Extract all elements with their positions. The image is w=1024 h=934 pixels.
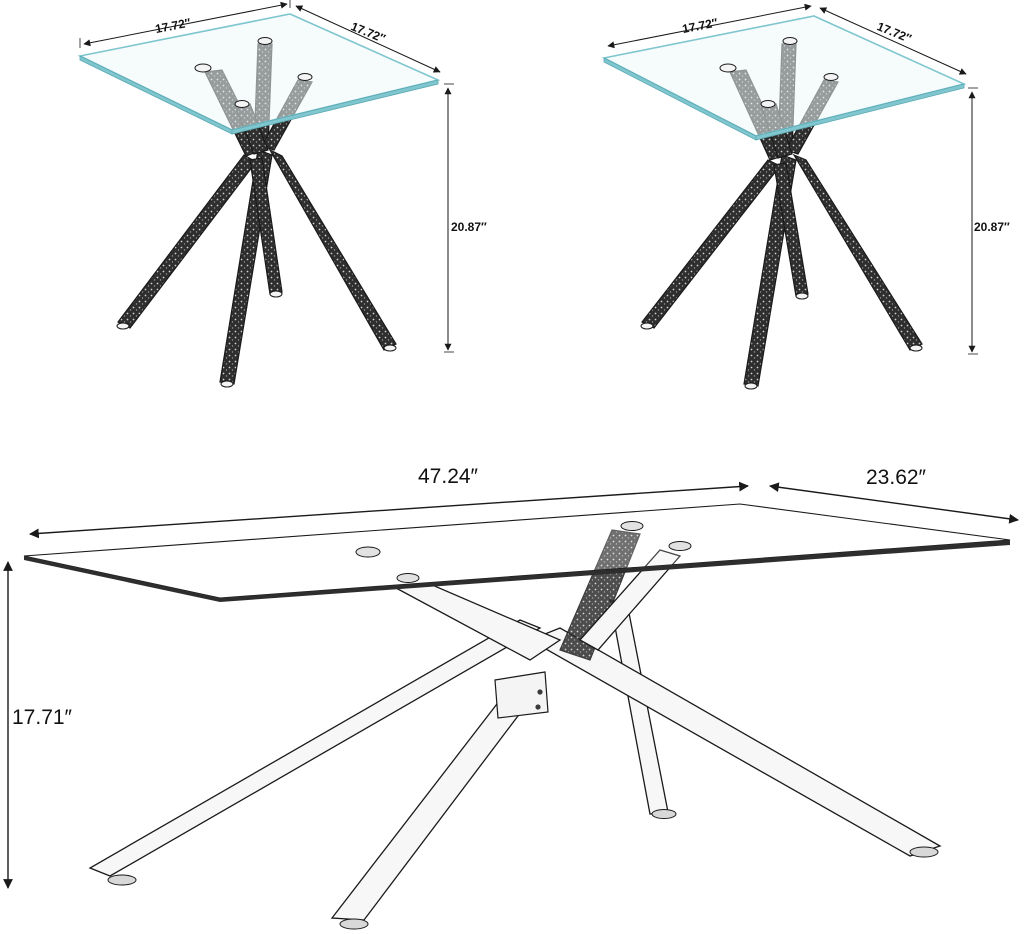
coffee-table-legs bbox=[88, 529, 942, 930]
end-table-left-depth-label: 17.72″ bbox=[349, 19, 388, 45]
end-table-left: 17.72″ 17.72″ 20.87″ bbox=[77, 0, 487, 388]
coffee-table-height-label: 17.71″ bbox=[12, 706, 73, 729]
end-table-right-width-label: 17.72″ bbox=[681, 15, 719, 36]
end-table-right-dimensions bbox=[607, 3, 978, 355]
end-table-right-legs bbox=[640, 43, 923, 390]
end-table-right: 17.72″ 17.72″ 20.87″ bbox=[601, 3, 1010, 390]
coffee-table-dimensions bbox=[3, 481, 1019, 889]
end-table-left-dimensions bbox=[79, 0, 454, 353]
end-table-left-width-label: 17.72″ bbox=[154, 15, 192, 36]
end-table-right-height-label: 20.87″ bbox=[974, 220, 1010, 234]
coffee-table-depth-label: 23.62″ bbox=[866, 466, 927, 489]
end-table-left-height-label: 20.87″ bbox=[451, 220, 487, 234]
coffee-table-length-label: 47.24″ bbox=[418, 465, 479, 488]
coffee-table: 47.24″ 23.62″ 17.71″ bbox=[3, 465, 1019, 930]
